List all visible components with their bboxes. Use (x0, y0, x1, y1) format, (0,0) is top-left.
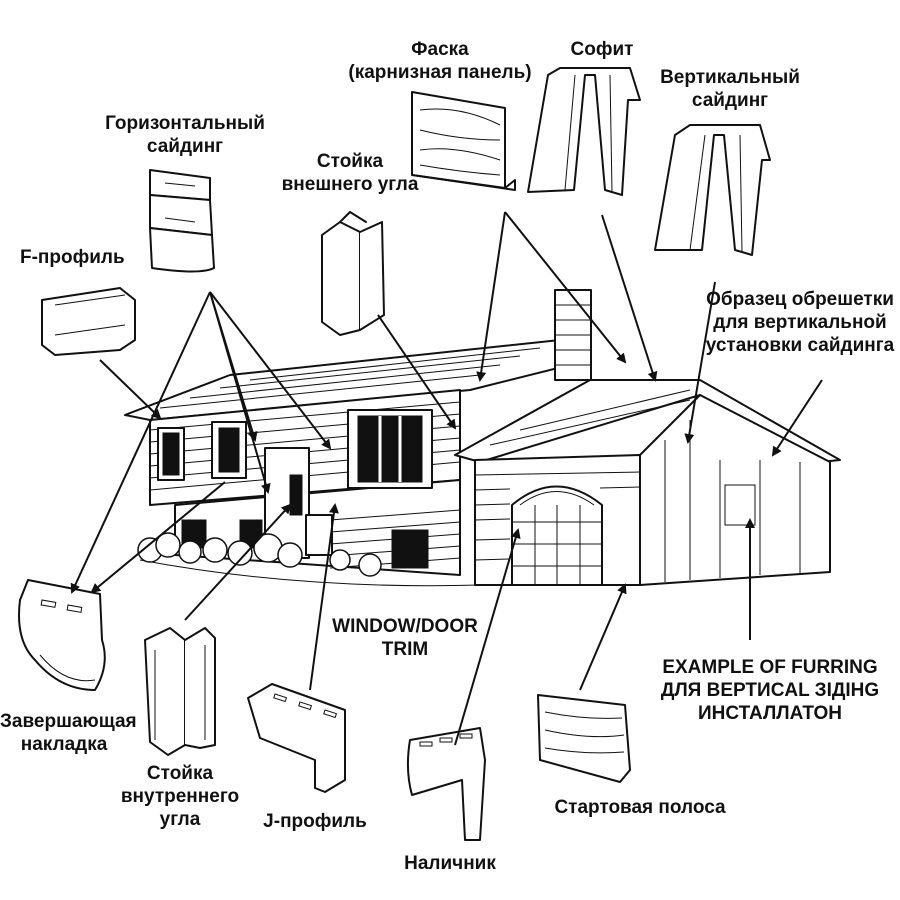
pointer-arrows (70, 211, 823, 746)
label-fascia: Фаска(карнизная панель) (348, 39, 532, 83)
label-casing: Наличник (404, 853, 496, 874)
outer-corner-part (321, 211, 385, 336)
label-soffit: Софит (570, 39, 634, 60)
label-starter-strip: Стартовая полоса (554, 797, 726, 818)
inner-corner-part (144, 627, 216, 756)
label-j-profile: J-профиль (263, 811, 367, 832)
label-f-profile: F-профиль (20, 247, 125, 268)
j-profile-part (247, 683, 346, 793)
house-illustration (124, 289, 841, 587)
f-profile-part (41, 287, 136, 356)
casing-part (406, 727, 486, 841)
horizontal-siding-part (149, 169, 215, 273)
vertical-siding-part (654, 124, 771, 256)
fascia-part (411, 91, 516, 191)
starter-strip-part (537, 694, 631, 783)
finishing-strip-part (18, 579, 106, 691)
soffit-part (527, 67, 641, 196)
